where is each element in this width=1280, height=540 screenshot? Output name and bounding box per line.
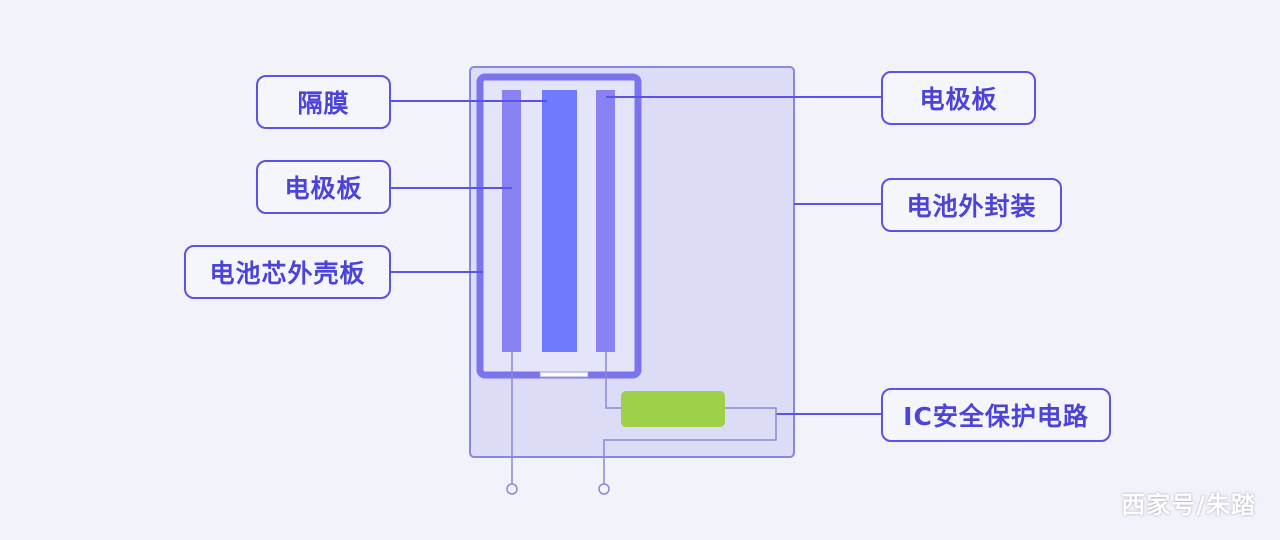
separator-bar — [542, 90, 577, 352]
terminal-right — [598, 483, 610, 495]
watermark: 西家号/朱踏 — [1121, 491, 1256, 519]
electrode-left — [502, 90, 521, 352]
wire-electrode-to-ic — [605, 352, 621, 409]
label-electrode-right: 电极板 — [881, 71, 1036, 125]
label-ic-circuit: IC安全保护电路 — [881, 388, 1111, 442]
label-battery-package: 电池外封装 — [881, 178, 1062, 232]
terminal-left — [506, 483, 518, 495]
label-cell-casing: 电池芯外壳板 — [184, 245, 391, 299]
wire-ic-loop — [603, 407, 777, 484]
electrode-right — [596, 90, 615, 352]
label-separator: 隔膜 — [256, 75, 391, 129]
ic-chip — [621, 391, 725, 427]
casing-tab — [539, 371, 589, 378]
label-electrode-left: 电极板 — [256, 160, 391, 214]
